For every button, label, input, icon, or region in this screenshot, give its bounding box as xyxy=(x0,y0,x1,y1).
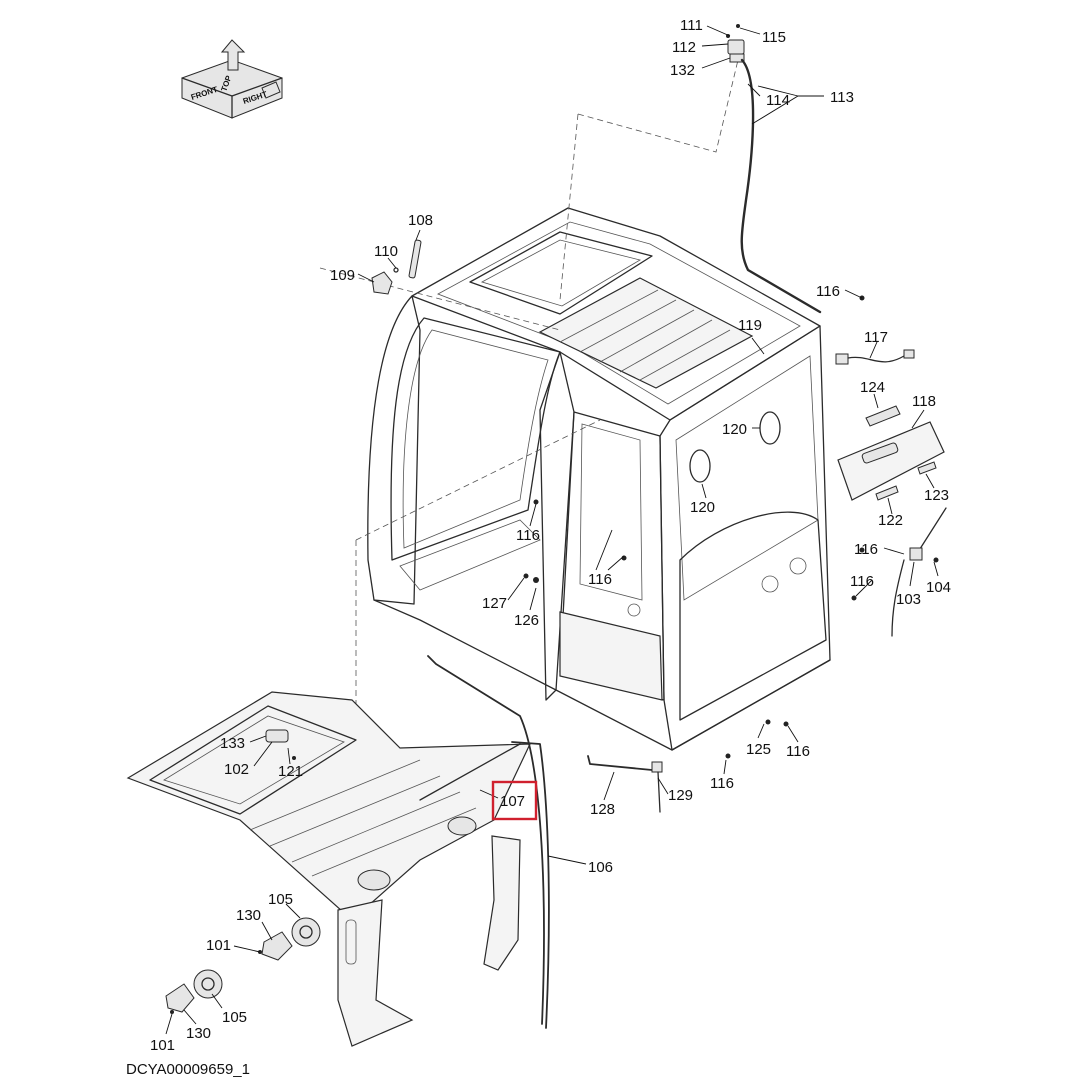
drawing-id: DCYA00009659_1 xyxy=(126,1061,250,1078)
callout-116-door[interactable]: 116 xyxy=(516,527,540,544)
callout-120-rear[interactable]: 120 xyxy=(722,421,747,438)
callout-130-upper[interactable]: 130 xyxy=(236,907,261,924)
callout-111[interactable]: 111 xyxy=(680,17,703,34)
callout-112[interactable]: 112 xyxy=(672,39,696,56)
grab-handle-parts xyxy=(371,239,422,295)
callout-115[interactable]: 115 xyxy=(762,29,786,46)
callout-106[interactable]: 106 xyxy=(588,859,613,876)
leader-lines xyxy=(165,25,939,1035)
callout-116-rear-floor[interactable]: 116 xyxy=(786,743,810,760)
callout-123[interactable]: 123 xyxy=(924,487,949,504)
callout-126[interactable]: 126 xyxy=(514,612,539,629)
callout-116-bottom[interactable]: 116 xyxy=(710,775,734,792)
headliner-assembly xyxy=(126,691,531,921)
callout-113[interactable]: 113 xyxy=(830,89,854,106)
callout-120-side[interactable]: 120 xyxy=(690,499,715,516)
callout-119[interactable]: 119 xyxy=(738,317,762,334)
callout-129[interactable]: 129 xyxy=(668,787,693,804)
callout-105-upper[interactable]: 105 xyxy=(268,891,293,908)
callout-116-mid[interactable]: 116 xyxy=(850,573,874,590)
callout-125[interactable]: 125 xyxy=(746,741,771,758)
speakers xyxy=(165,917,321,1013)
callout-130-lower[interactable]: 130 xyxy=(186,1025,211,1042)
weatherstrip xyxy=(427,655,550,1029)
callout-102[interactable]: 102 xyxy=(224,761,249,778)
callout-127[interactable]: 127 xyxy=(482,595,507,612)
fasteners xyxy=(170,24,939,1014)
callout-101-upper[interactable]: 101 xyxy=(206,937,231,954)
switch-cable xyxy=(891,507,947,637)
callout-132[interactable]: 132 xyxy=(670,62,695,79)
callout-108[interactable]: 108 xyxy=(408,212,433,229)
callout-103[interactable]: 103 xyxy=(896,591,921,608)
callout-128[interactable]: 128 xyxy=(590,801,615,818)
antenna-assembly xyxy=(727,39,822,314)
callout-118[interactable]: 118 xyxy=(912,393,936,410)
callout-116-top[interactable]: 116 xyxy=(816,283,840,300)
pillar-trim xyxy=(337,835,521,1047)
callout-114[interactable]: 114 xyxy=(766,92,790,109)
rear-cover-parts xyxy=(835,349,945,501)
callout-110[interactable]: 110 xyxy=(374,243,398,260)
callout-104[interactable]: 104 xyxy=(926,579,951,596)
callout-122[interactable]: 122 xyxy=(878,512,903,529)
callout-labels: 111 112 132 115 114 113 108 110 109 116 … xyxy=(150,17,951,1054)
orientation-cube-icon: FRONT TOP RIGHT xyxy=(181,39,283,119)
cab-frame xyxy=(367,207,831,751)
callout-116-floor[interactable]: 116 xyxy=(588,571,612,588)
callout-124[interactable]: 124 xyxy=(860,379,885,396)
callout-133[interactable]: 133 xyxy=(220,735,245,752)
callout-105-lower[interactable]: 105 xyxy=(222,1009,247,1026)
callout-107[interactable]: 107 xyxy=(500,793,525,810)
highlight-box-107 xyxy=(491,780,538,821)
callout-117[interactable]: 117 xyxy=(864,329,888,346)
callout-116-right[interactable]: 116 xyxy=(854,541,878,558)
callout-121[interactable]: 121 xyxy=(278,763,303,780)
callout-109[interactable]: 109 xyxy=(330,267,355,284)
callout-101-lower[interactable]: 101 xyxy=(150,1037,175,1054)
